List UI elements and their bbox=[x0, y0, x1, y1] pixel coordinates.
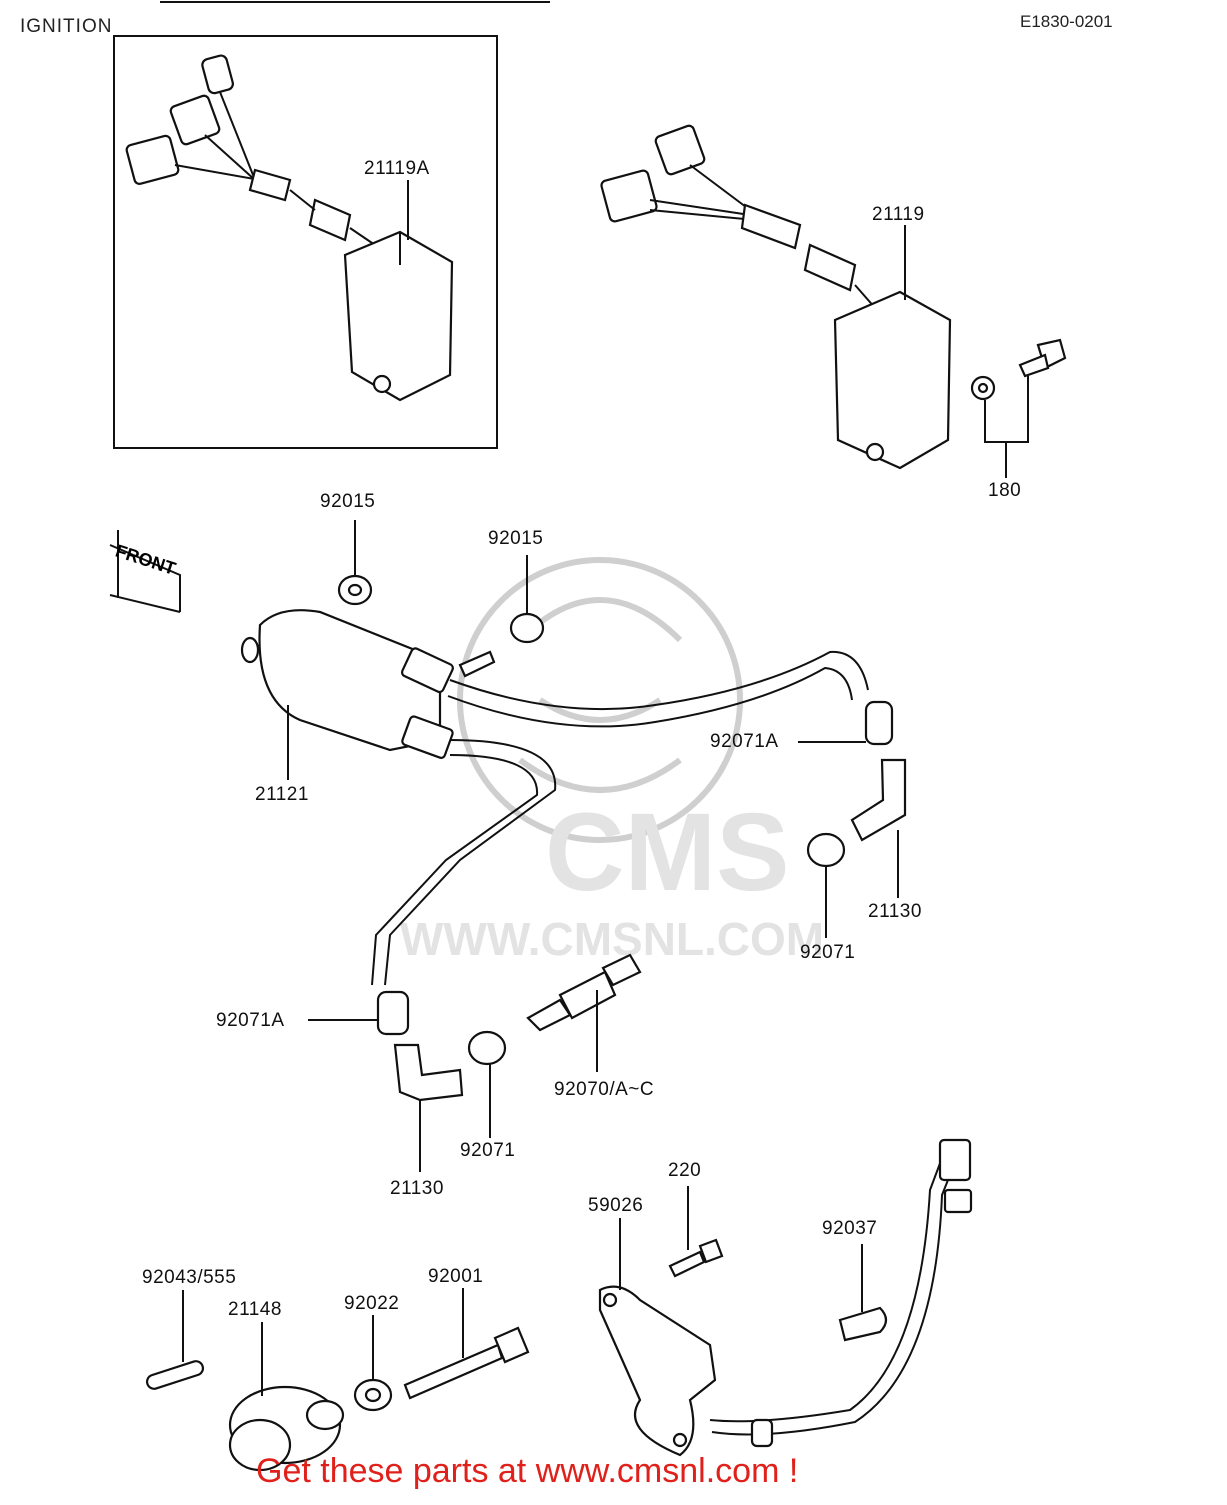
grommet-92015-b bbox=[509, 555, 545, 644]
part-label-59026[interactable]: 59026 bbox=[588, 1195, 644, 1216]
grommet-92015-a bbox=[337, 520, 373, 606]
grommet-92071-left bbox=[467, 1030, 507, 1138]
timing-rotor-21148 bbox=[228, 1322, 345, 1472]
part-label-180[interactable]: 180 bbox=[988, 480, 1022, 501]
pickup-coil-59026 bbox=[598, 1138, 973, 1457]
part-label-21119[interactable]: 21119 bbox=[872, 204, 925, 225]
part-label-21148[interactable]: 21148 bbox=[228, 1299, 282, 1320]
clamp-92037 bbox=[838, 1244, 888, 1342]
part-label-92015-b[interactable]: 92015 bbox=[488, 528, 544, 549]
bolt-92001 bbox=[403, 1288, 530, 1400]
part-label-92071-left[interactable]: 92071 bbox=[460, 1140, 516, 1161]
washer-92022 bbox=[353, 1315, 393, 1412]
ht-lead-lower bbox=[384, 739, 557, 986]
part-label-92043[interactable]: 92043/555 bbox=[142, 1267, 237, 1288]
part-label-92070[interactable]: 92070/A~C bbox=[554, 1079, 655, 1100]
pin-92043 bbox=[145, 1290, 205, 1390]
plug-cap-92071A-left bbox=[308, 990, 410, 1036]
part-label-220[interactable]: 220 bbox=[668, 1160, 702, 1181]
grommet-92071-right bbox=[806, 832, 846, 938]
inset-frame bbox=[113, 35, 498, 449]
footer-link[interactable]: Get these parts at www.cmsnl.com ! bbox=[256, 1452, 799, 1490]
plug-cap-92071A-right bbox=[798, 700, 894, 746]
ignition-coil-21121 bbox=[240, 609, 496, 780]
diagram-title: IGNITION bbox=[20, 16, 113, 37]
ht-lead-upper bbox=[449, 650, 869, 711]
front-label: FRONT bbox=[113, 541, 178, 579]
watermark-url: WWW.CMSNL.COM bbox=[400, 913, 824, 965]
part-label-92071A-right[interactable]: 92071A bbox=[710, 731, 779, 752]
bolt-nut-180 bbox=[970, 338, 1067, 478]
front-marker: FRONT bbox=[109, 530, 181, 613]
igniter-21119 bbox=[600, 124, 952, 470]
plug-cap-21130-right bbox=[850, 758, 907, 898]
part-label-21130-right[interactable]: 21130 bbox=[868, 901, 922, 922]
igniter-21119A bbox=[125, 54, 454, 402]
plug-cap-21130-left bbox=[393, 1043, 464, 1172]
diagram-code: E1830-0201 bbox=[1020, 12, 1113, 31]
part-label-92071-right[interactable]: 92071 bbox=[800, 942, 856, 963]
watermark-brand: CMS bbox=[545, 791, 789, 914]
cmsnl-watermark: CMS WWW.CMSNL.COM bbox=[400, 557, 824, 965]
part-label-21130-left[interactable]: 21130 bbox=[390, 1178, 444, 1199]
part-label-92037[interactable]: 92037 bbox=[822, 1218, 878, 1239]
part-label-92022[interactable]: 92022 bbox=[344, 1293, 400, 1314]
part-label-21121[interactable]: 21121 bbox=[255, 784, 309, 805]
part-label-92001[interactable]: 92001 bbox=[428, 1266, 484, 1287]
part-label-92071A-left[interactable]: 92071A bbox=[216, 1010, 285, 1031]
part-label-21119A[interactable]: 21119A bbox=[364, 158, 430, 179]
part-label-92015-a[interactable]: 92015 bbox=[320, 491, 376, 512]
spark-plug-92070 bbox=[526, 953, 642, 1072]
screw-220 bbox=[668, 1186, 724, 1278]
